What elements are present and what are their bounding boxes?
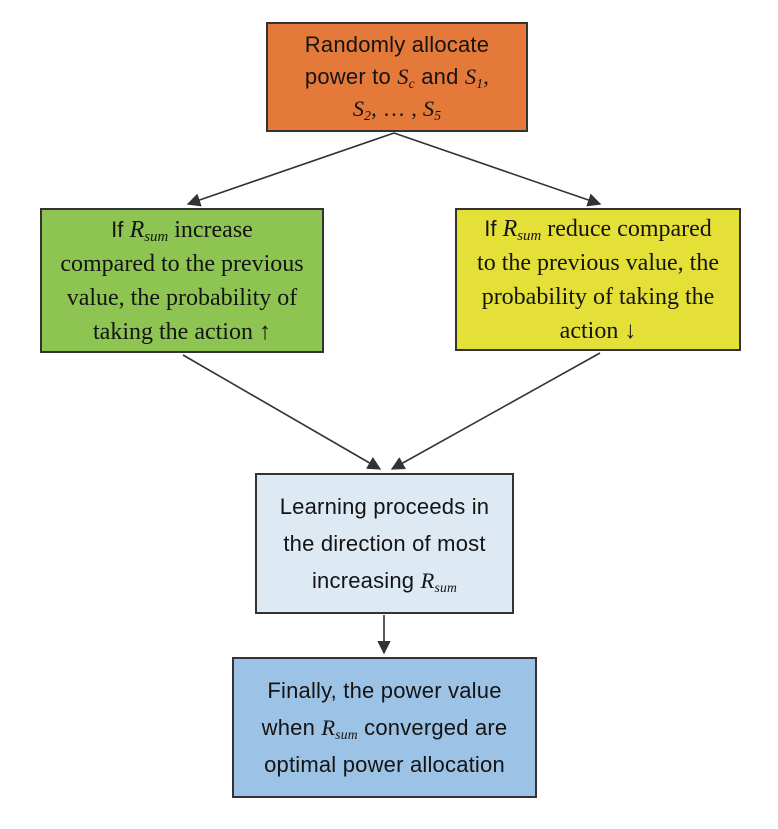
arrow-allocate-to-reduce xyxy=(393,132,602,207)
flow-box-text-line: If Rsum reduce compared xyxy=(484,215,712,244)
flow-box-text-line: If Rsum increase xyxy=(111,216,253,245)
flow-box-randomly-allocate-power: Randomly allocate power to Sc and S1, S2, … xyxy=(266,22,528,132)
flow-box-text-line: action ↓ xyxy=(559,317,637,344)
flow-box-rsum-increase: If Rsum increase compared to the previous… xyxy=(40,208,324,353)
flow-box-text-line: value, the probability of xyxy=(66,284,298,311)
flow-box-text-line: to the previous value, the xyxy=(477,249,719,276)
flow-box-text-line: Randomly allocate xyxy=(304,32,490,57)
flow-box-text-line: the direction of most xyxy=(283,531,486,556)
flow-box-text-line: when Rsum converged are xyxy=(261,715,508,742)
flow-box-optimal-power-allocation: Finally, the power value when Rsum conver… xyxy=(232,657,537,798)
flow-box-text-line: increasing Rsum xyxy=(311,568,458,595)
flow-box-rsum-reduce: If Rsum reduce compared to the previous v… xyxy=(455,208,741,351)
flow-box-text-line: probability of taking the xyxy=(481,283,715,310)
flow-box-text-line: Learning proceeds in xyxy=(279,494,490,519)
flow-box-text-line: optimal power allocation xyxy=(264,752,505,777)
flow-box-text-line: taking the action ↑ xyxy=(93,318,271,345)
arrow-increase-to-learning xyxy=(182,354,382,470)
arrow-reduce-to-learning xyxy=(390,352,601,470)
flow-box-learning-proceeds: Learning proceeds in the direction of mos… xyxy=(255,473,514,614)
flow-box-text-line: Finally, the power value xyxy=(267,678,502,703)
flow-box-text-line: power to Sc and S1, xyxy=(304,64,490,91)
flow-box-text-line: S2, … , S5 xyxy=(352,96,442,123)
arrow-allocate-to-increase xyxy=(186,132,395,207)
flow-box-text-line: compared to the previous xyxy=(60,250,304,277)
